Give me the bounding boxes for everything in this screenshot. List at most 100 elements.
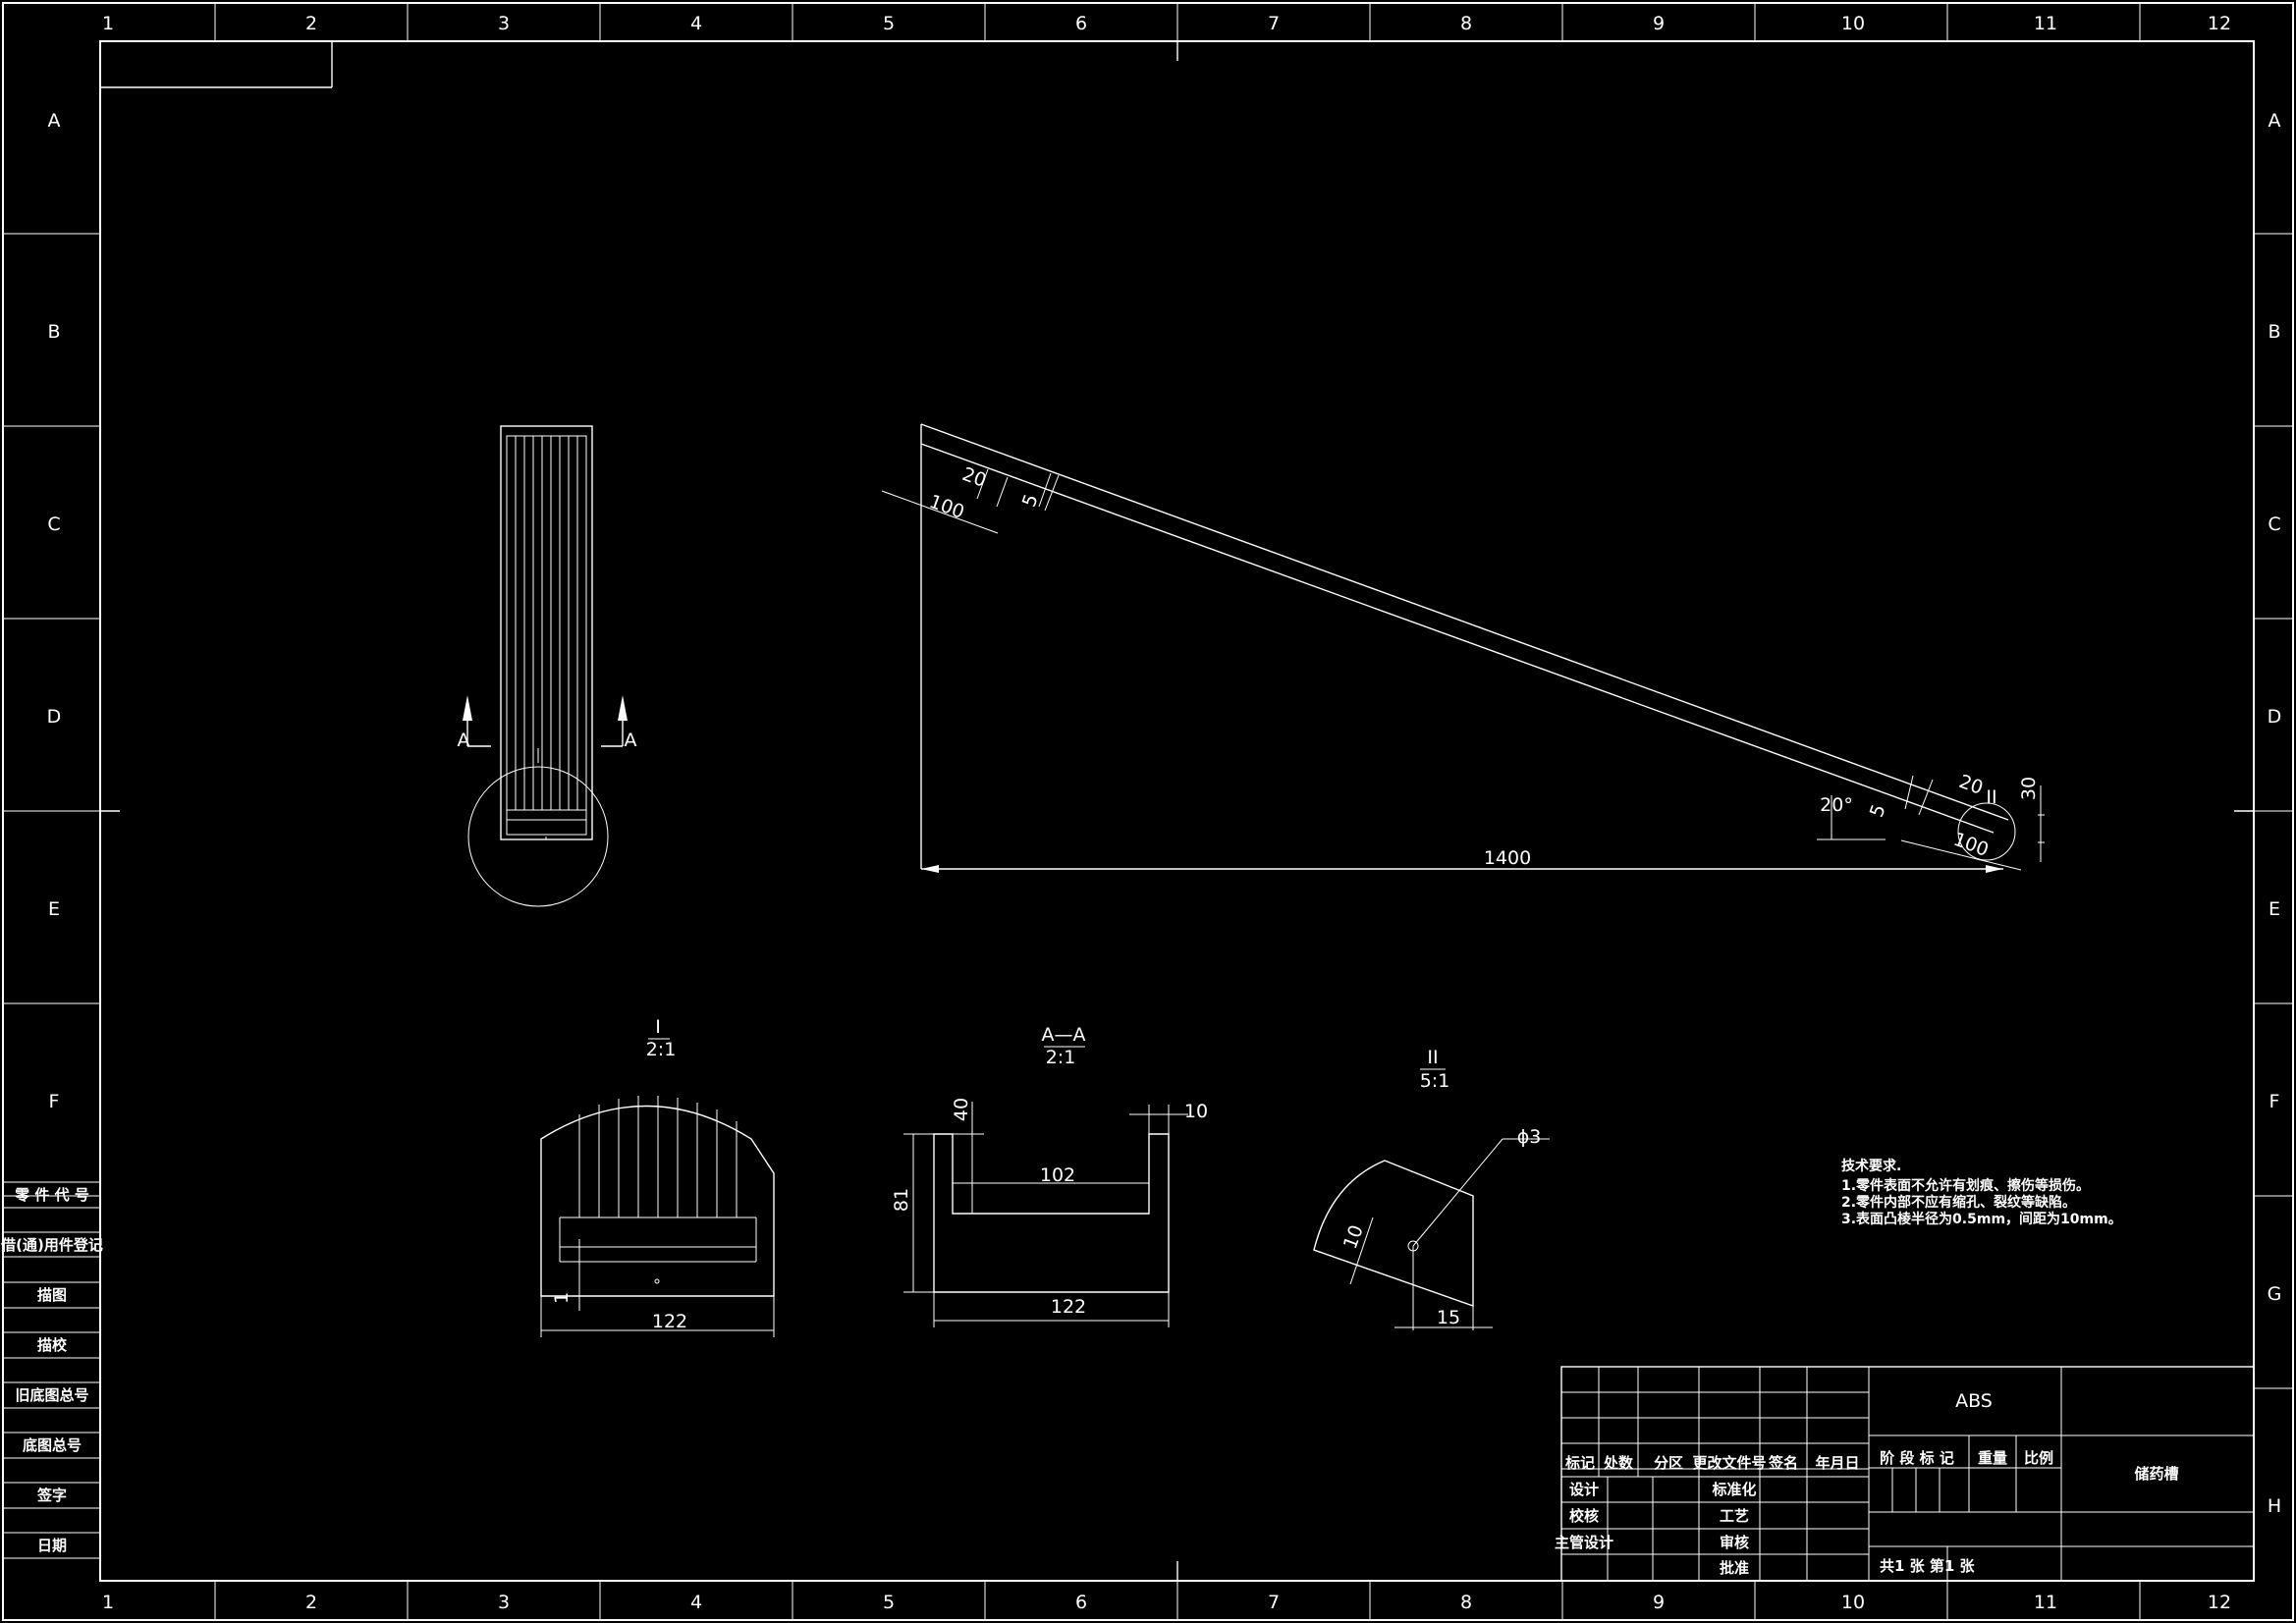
section-scale: 2:1 [1046,1047,1076,1068]
dim-detail-i-width: 122 [652,1311,687,1332]
detail-ii-mark: II [1986,786,1996,808]
zone-col-8: 8 [1460,13,1472,34]
title-material: ABS [1955,1390,1993,1412]
zone-col-4: 4 [690,13,702,34]
detail-i-title: I [655,1016,661,1038]
zone-row-h-right: H [2268,1495,2281,1517]
zone-row-a-right: A [2269,110,2281,132]
section-a-view: A—A 2:1 40 10 102 81 122 [891,1024,1208,1327]
tb-stage: 阶 段 标 记 [1880,1449,1954,1467]
strip-part-code: 零 件 代 号 [14,1186,89,1204]
zone-col-3-bottom: 3 [498,1592,510,1613]
zone-row-a: A [48,110,61,132]
zone-row-d-right: D [2268,706,2282,728]
strip-signature: 签字 [36,1487,67,1504]
strip-date: 日期 [37,1537,67,1554]
tech-note-line-1: 1.零件表面不允许有划痕、擦伤等损伤。 [1841,1177,2090,1194]
strip-base-number: 底图总号 [23,1436,82,1454]
tb-approve: 批准 [1720,1559,1749,1577]
zone-col-12-bottom: 12 [2208,1592,2231,1613]
zone-col-9-bottom: 9 [1653,1592,1665,1613]
zone-col-2: 2 [305,13,317,34]
zone-col-6-bottom: 6 [1075,1592,1087,1613]
tb-scale: 比例 [2024,1449,2053,1467]
zone-row-b: B [47,321,60,343]
zone-col-4-bottom: 4 [690,1592,702,1613]
technical-requirements: 技术要求. 1.零件表面不允许有划痕、擦伤等损伤。 2.零件内部不应有缩孔、裂纹… [1841,1158,2122,1227]
tb-header-sign: 签名 [1768,1454,1798,1472]
tb-header-mark: 标记 [1564,1454,1595,1472]
zone-col-2-bottom: 2 [305,1592,317,1613]
zone-row-b-right: B [2268,321,2280,343]
dim-main-5-bottom: 5 [1866,802,1890,821]
zone-row-d: D [47,706,62,728]
dim-section-81: 81 [891,1188,912,1212]
tech-note-line-2: 2.零件内部不应有缩孔、裂纹等缺陷。 [1841,1194,2076,1211]
zone-col-3: 3 [498,13,510,34]
detail-ii-scale: 5:1 [1420,1070,1450,1092]
section-mark-left: A [458,730,470,751]
strip-old-base-number: 旧底图总号 [15,1386,88,1404]
tech-notes-title: 技术要求. [1841,1158,1901,1174]
dim-main-20-top: 20 [959,463,989,492]
tb-standard: 标准化 [1711,1481,1756,1498]
strip-tracing: 描图 [37,1286,67,1304]
zone-col-8-bottom: 8 [1460,1592,1472,1613]
zone-col-5: 5 [883,13,895,34]
tb-process: 工艺 [1720,1507,1749,1525]
zone-row-e: E [48,898,60,920]
zone-labels-bottom: 1 2 3 4 5 6 7 8 9 10 11 12 [102,1592,2231,1613]
dim-section-122: 122 [1051,1296,1086,1318]
detail-i-circle [467,766,609,907]
dim-section-102: 102 [1040,1164,1075,1186]
side-view: A A [458,425,637,907]
zone-row-g-right: G [2268,1283,2282,1305]
zone-row-c-right: C [2268,514,2280,535]
tb-review: 审核 [1720,1534,1749,1551]
title-part-name: 储药槽 [2134,1465,2178,1483]
tb-header-doc: 更改文件号 [1692,1454,1766,1472]
dim-detail-ii-10: 10 [1339,1222,1368,1252]
zone-labels-left: A B C D E F [47,110,62,1112]
zone-col-7-bottom: 7 [1268,1592,1280,1613]
zone-col-11: 11 [2034,13,2057,34]
dim-main-angle: 20° [1820,794,1853,816]
main-view: 1400 20 100 5 20 100 5 20° 30 II [881,423,2045,873]
detail-i-view: I 2:1 1 122 [540,1016,775,1337]
zone-col-12: 12 [2208,13,2231,34]
dim-section-40: 40 [951,1098,972,1121]
zone-col-6: 6 [1075,13,1087,34]
tb-header-count: 处数 [1603,1454,1634,1472]
tb-weight: 重量 [1978,1449,2007,1467]
dim-detail-ii-15: 15 [1437,1307,1460,1328]
zone-labels-right: A B C D E F G H [2268,110,2282,1517]
dim-main-length: 1400 [1484,847,1531,869]
title-block: ABS 储药槽 标记 处数 分区 更改文件号 签名 年月日 设计 校核 主管设计… [1555,1366,2255,1582]
zone-col-10-bottom: 10 [1841,1592,1865,1613]
dim-main-5-top: 5 [1018,492,1043,511]
left-register-strip: 零 件 代 号 借(通)用件登记 描图 描校 旧底图总号 底图总号 签字 日期 [0,1181,103,1559]
zone-row-f-right: F [2269,1091,2280,1112]
zone-col-1: 1 [102,13,114,34]
tb-header-date: 年月日 [1815,1454,1859,1472]
section-title: A—A [1042,1024,1086,1046]
strip-borrowed-register: 借(通)用件登记 [0,1236,103,1254]
zone-row-c: C [47,514,60,535]
zone-col-5-bottom: 5 [883,1592,895,1613]
zone-labels-top: 1 2 3 4 5 6 7 8 9 10 11 12 [102,13,2231,34]
detail-ii-title: II [1427,1047,1438,1068]
tb-design: 设计 [1569,1481,1599,1498]
zone-col-9: 9 [1653,13,1665,34]
detail-ii-circle [1957,802,2016,861]
section-mark-right: A [625,730,637,751]
zone-row-e-right: E [2269,898,2280,920]
dim-section-10: 10 [1184,1101,1208,1122]
strip-tracing-check: 描校 [37,1336,68,1354]
dim-main-30: 30 [2018,777,2040,800]
tb-sheets: 共1 张 第1 张 [1880,1557,1976,1575]
dim-main-100-top: 100 [926,491,967,523]
tech-note-line-3: 3.表面凸棱半径为0.5mm，间距为10mm。 [1841,1211,2122,1227]
dim-main-100-bottom: 100 [1950,829,1992,861]
